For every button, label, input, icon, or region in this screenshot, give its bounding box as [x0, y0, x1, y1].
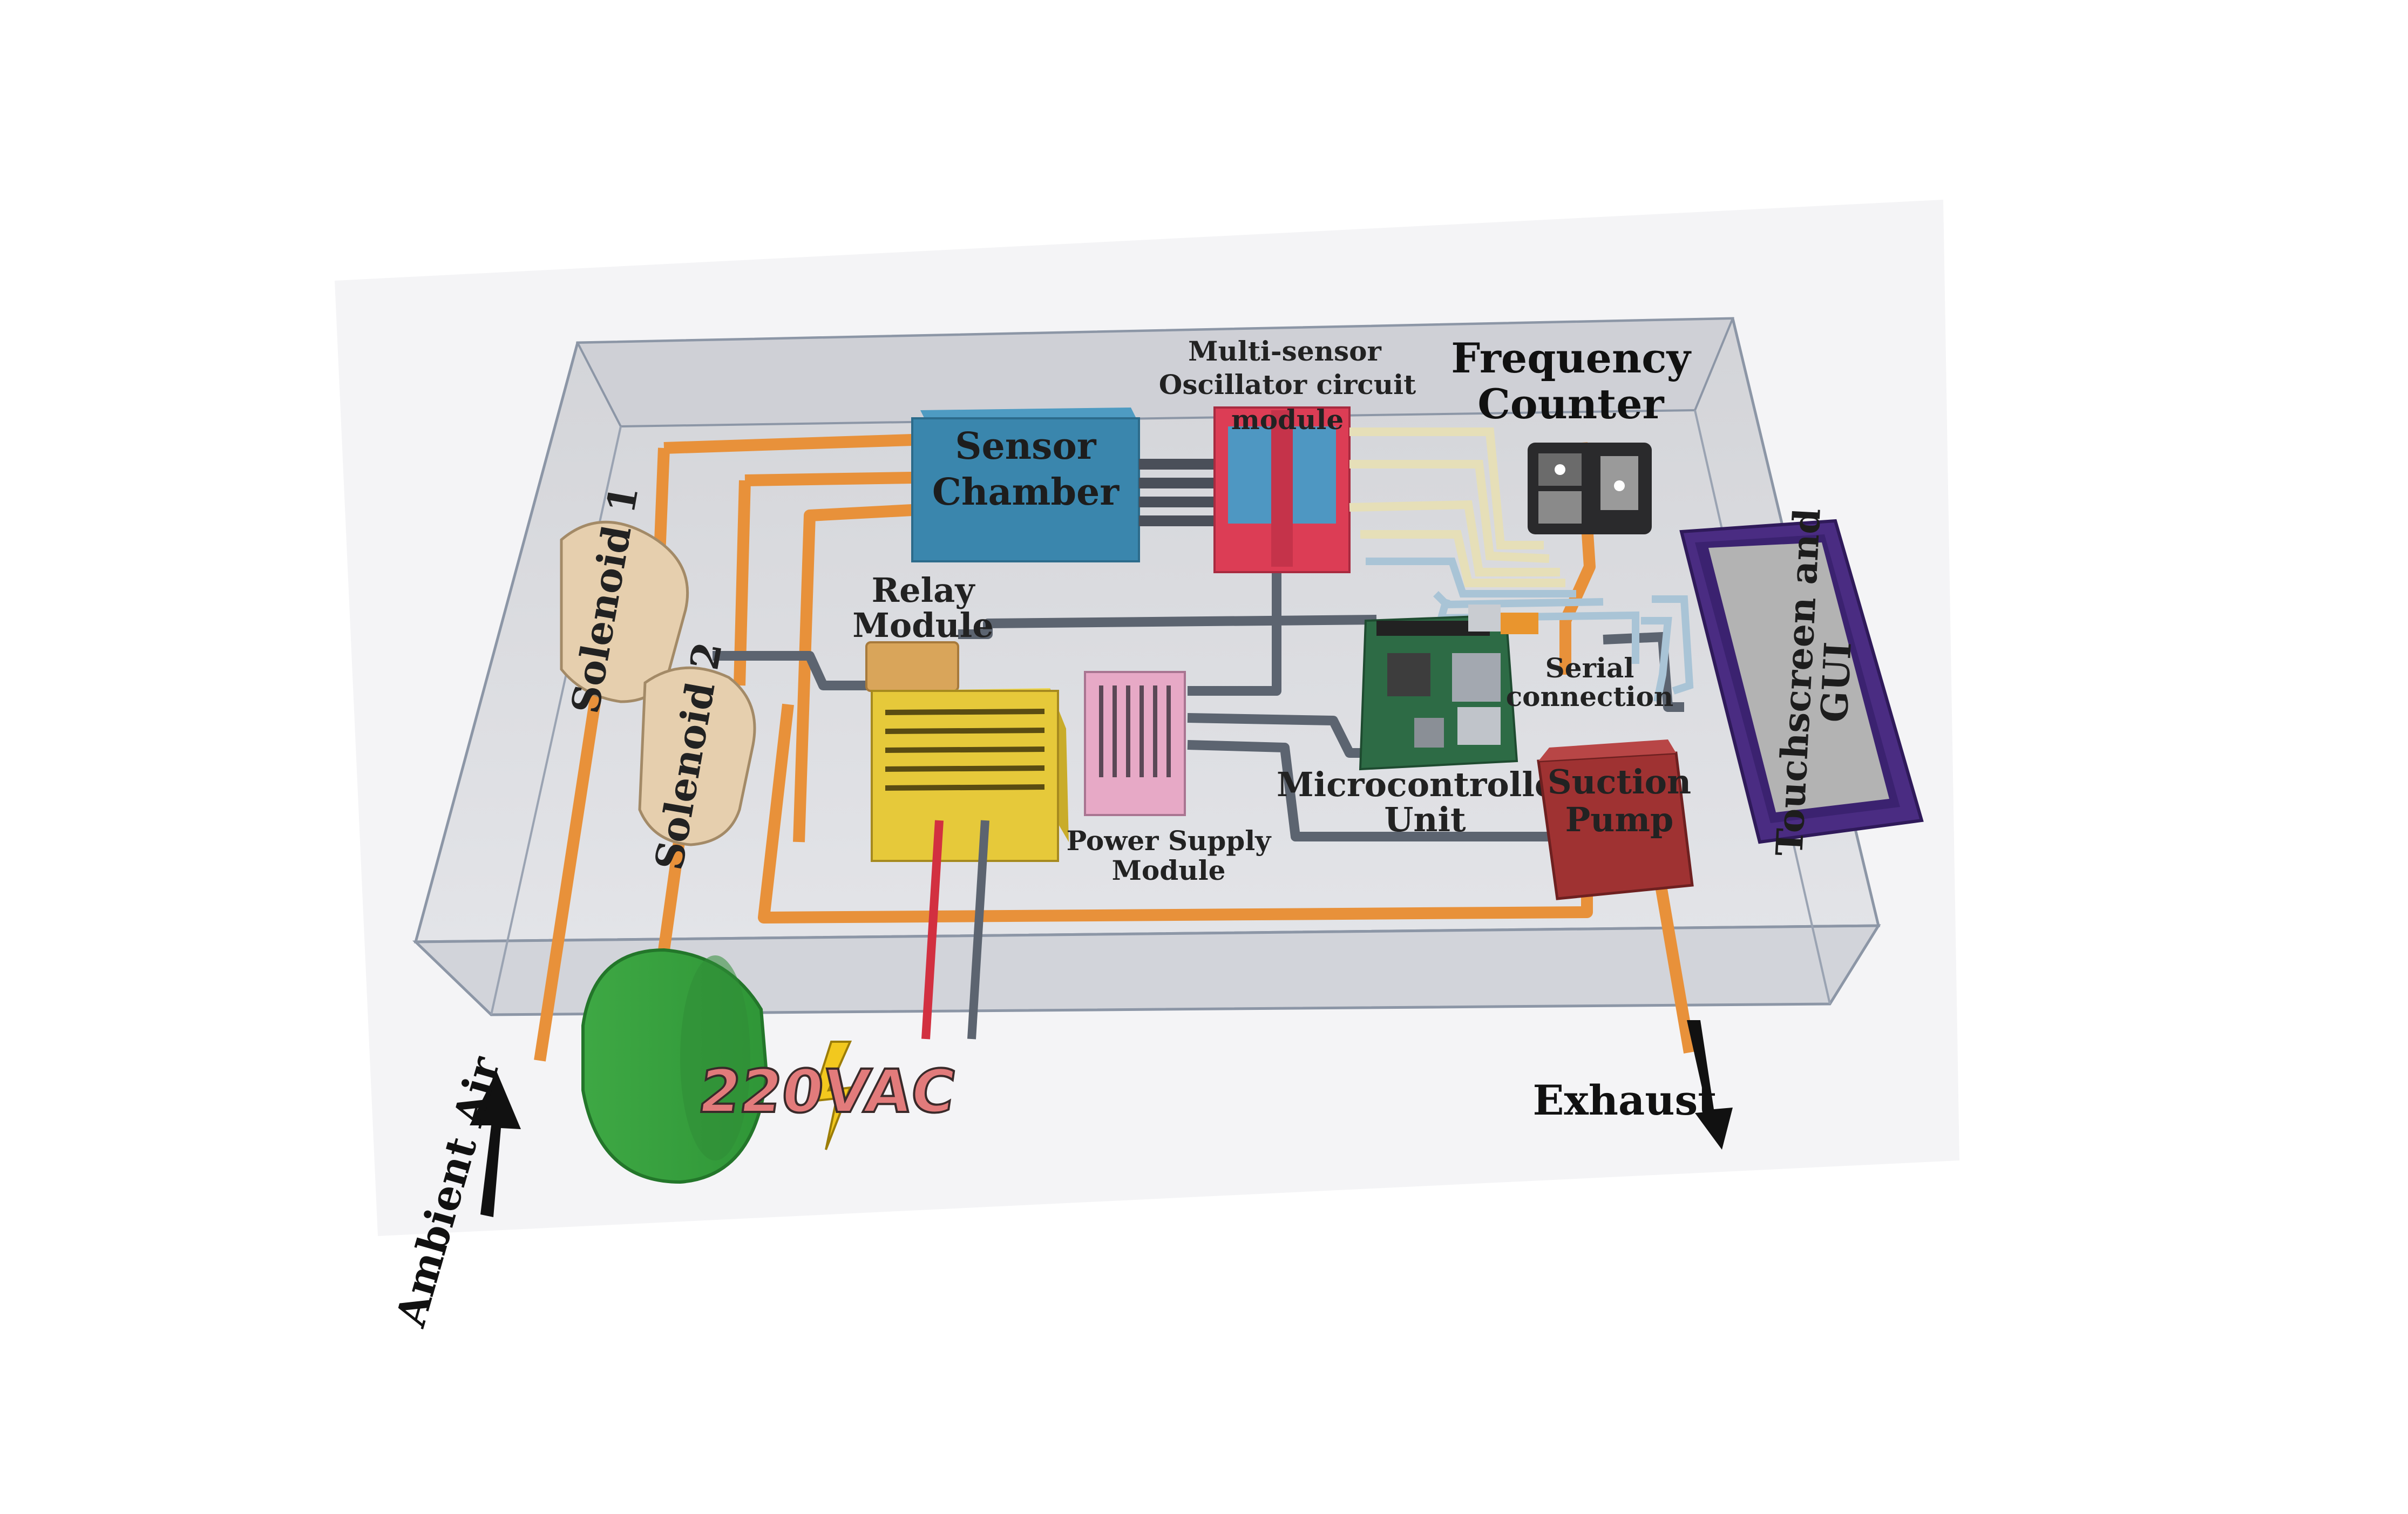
frequency-counter: Frequency Counter	[1451, 334, 1692, 534]
touchscreen-label-line2: GUI	[1813, 641, 1860, 723]
frequency-counter-label-line2: Counter	[1477, 380, 1664, 428]
voltage-label: 220VAC	[695, 1057, 960, 1126]
counter-wiring	[1349, 427, 1694, 703]
power-supply-label-line2: Module	[1112, 854, 1226, 886]
exhaust-label: Exhaust	[1533, 1076, 1717, 1124]
cables	[713, 561, 1684, 841]
sensor-chamber-label-line2: Chamber	[932, 471, 1120, 514]
gas-cylinder	[581, 948, 769, 1184]
microcontroller-board: Serial connection Microcontroller Unit	[1277, 605, 1673, 839]
relay-label-line2: Module	[852, 606, 993, 645]
solenoid-2: Solenoid 2	[638, 639, 756, 873]
oscillator-module: Multi-sensor Oscillator circuit module	[1159, 335, 1416, 573]
arrow-down-icon	[1687, 1020, 1733, 1150]
microcontroller-label-line2: Unit	[1384, 800, 1466, 839]
ac-voltage-badge: 220VAC	[694, 1041, 961, 1150]
power-supply	[871, 688, 1069, 862]
oscillator-label-line1: Multi-sensor	[1188, 335, 1381, 367]
suction-pump: Suction Pump	[1537, 739, 1694, 900]
arrow-up-icon	[470, 1071, 521, 1217]
solenoid-1: Solenoid 1	[560, 482, 689, 717]
suction-pump-label-line2: Pump	[1565, 800, 1674, 839]
touchscreen-gui: Touchscreen and GUI	[1679, 507, 1924, 857]
lightning-bolt-icon	[811, 1041, 852, 1150]
microcontroller-label-line1: Microcontroller	[1277, 765, 1574, 804]
power-supply-label-line1: Power Supply	[1067, 825, 1272, 857]
frequency-counter-label-line1: Frequency	[1451, 334, 1691, 382]
exhaust-outlet: Exhaust	[1533, 1020, 1733, 1150]
sensor-chamber-label-line1: Sensor	[955, 425, 1096, 468]
suction-pump-label-line1: Suction	[1548, 762, 1691, 802]
psu-heatsink: Power Supply Module	[1067, 671, 1272, 886]
oscillator-label-line3: module	[1231, 404, 1344, 436]
serial-connection-label-line1: Serial	[1545, 652, 1634, 684]
serial-connection-label-line2: connection	[1506, 681, 1674, 712]
oscillator-label-line2: Oscillator circuit	[1159, 369, 1416, 400]
chamber-to-oscillator-bundle	[1139, 459, 1217, 526]
sensor-chamber: Sensor Chamber	[911, 408, 1140, 562]
ac-power-leads	[921, 820, 989, 1040]
relay-label-line1: Relay	[872, 571, 976, 610]
